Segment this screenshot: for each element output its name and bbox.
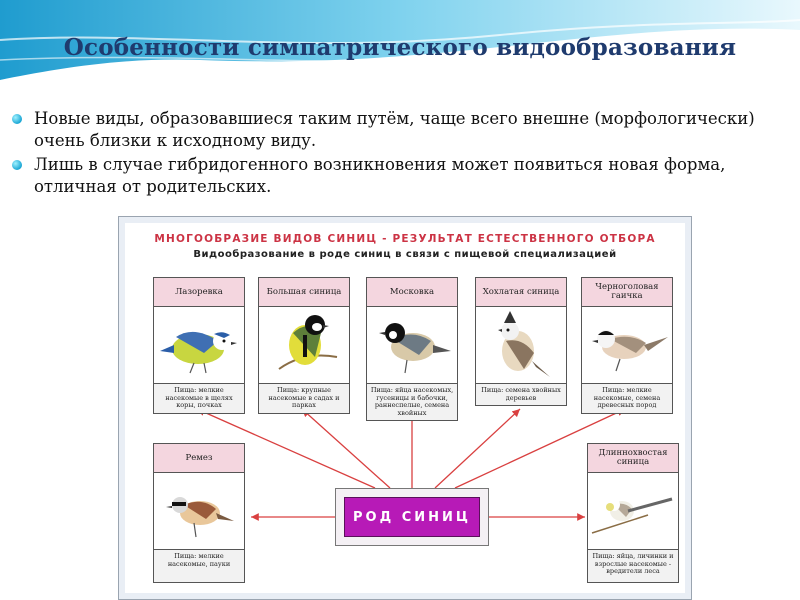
card-food: Пища: мелкие насекомые в щелях коры, поч… — [154, 384, 244, 413]
card-title: Лазоревка — [154, 278, 244, 307]
bullet-text: Новые виды, образовавшиеся таким путём, … — [34, 109, 755, 150]
card-food: Пища: яйца насекомых, гусеницы и бабочки… — [367, 384, 457, 420]
bird-illustration — [367, 307, 457, 384]
bird-illustration — [259, 307, 349, 384]
card-food: Пища: яйца, личинки и взрослые насекомые… — [588, 550, 678, 579]
card-title: Черноголовая гаичка — [582, 278, 672, 307]
card-bolshaya-sinitsa: Большая синица Пища: крупные насекомые в… — [258, 277, 350, 414]
bird-illustration — [154, 307, 244, 384]
card-food: Пища: мелкие насекомые, семена древесных… — [582, 384, 672, 413]
card-food: Пища: мелкие насекомые, пауки — [154, 550, 244, 571]
bird-illustration — [476, 307, 566, 384]
card-title: Ремез — [154, 444, 244, 473]
card-food: Пища: крупные насекомые в садах и парках — [259, 384, 349, 413]
bird-illustration — [588, 473, 678, 550]
card-title: Большая синица — [259, 278, 349, 307]
tits-diversity-poster: МНОГООБРАЗИЕ ВИДОВ СИНИЦ - РЕЗУЛЬТАТ ЕСТ… — [118, 216, 692, 600]
card-moskovka: Московка Пища: яйца насекомых, гусеницы … — [366, 277, 458, 421]
bullet-list: Новые виды, образовавшиеся таким путём, … — [10, 108, 790, 200]
card-hohlataya-sinitsa: Хохлатая синица Пища: семена хвойных дер… — [475, 277, 567, 406]
genus-box-frame: РОД СИНИЦ — [335, 488, 489, 546]
card-remez: Ремез Пища: мелкие насекомые, пауки — [153, 443, 245, 583]
card-title: Хохлатая синица — [476, 278, 566, 307]
bird-illustration — [154, 473, 244, 550]
card-lazorevka: Лазоревка Пища: мелкие насекомые в щелях… — [153, 277, 245, 414]
card-dlinnohvostaya-sinitsa: Длиннохвостая синица Пища: яйца, личинки… — [587, 443, 679, 583]
bullet-icon — [12, 114, 22, 124]
poster-panel: МНОГООБРАЗИЕ ВИДОВ СИНИЦ - РЕЗУЛЬТАТ ЕСТ… — [125, 223, 685, 593]
card-title: Длиннохвостая синица — [588, 444, 678, 473]
bullet-item: Лишь в случае гибридогенного возникновен… — [10, 154, 790, 198]
bullet-text: Лишь в случае гибридогенного возникновен… — [34, 155, 725, 196]
bullet-item: Новые виды, образовавшиеся таким путём, … — [10, 108, 790, 152]
card-chernogolovaya-gaichka: Черноголовая гаичка Пища: мелкие насеком… — [581, 277, 673, 414]
bird-illustration — [582, 307, 672, 384]
bullet-icon — [12, 160, 22, 170]
slide-title: Особенности симпатрического видообразова… — [0, 34, 800, 61]
genus-label: РОД СИНИЦ — [344, 497, 480, 537]
card-food: Пища: семена хвойных деревьев — [476, 384, 566, 405]
card-title: Московка — [367, 278, 457, 307]
